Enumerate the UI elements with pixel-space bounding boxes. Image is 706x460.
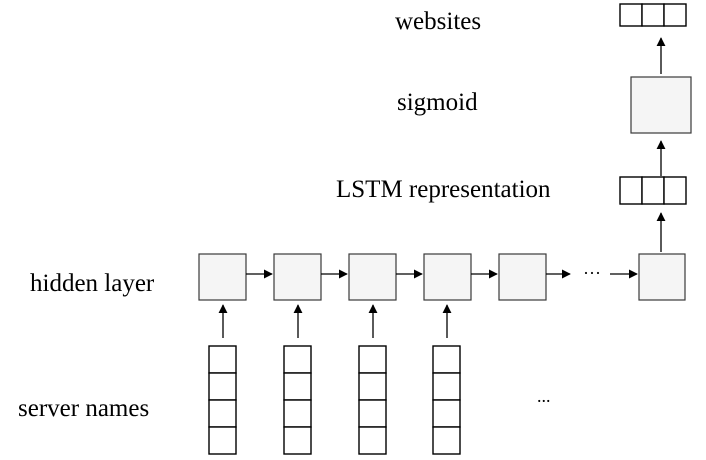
input-cell [208,345,237,374]
hidden-node [423,253,472,301]
label-hidden-layer: hidden layer [30,270,155,297]
sigmoid-node [630,76,692,134]
hidden-chain-ellipsis: ··· [583,263,601,283]
input-cell [283,399,312,428]
hidden-node [348,253,397,301]
input-cell [358,372,387,401]
label-server-names: server names [18,395,149,422]
input-cell [358,426,387,455]
input-cell [283,372,312,401]
label-sigmoid: sigmoid [397,89,478,116]
hidden-node [198,253,247,301]
input-cell [208,399,237,428]
input-cell [208,426,237,455]
server-name-input-vector [208,345,237,455]
input-cell [358,345,387,374]
hidden-node [498,253,547,301]
websites-cell [619,3,643,27]
input-cell [432,372,461,401]
input-cell [432,399,461,428]
label-websites: websites [395,8,481,35]
server-name-input-vector [283,345,312,455]
websites-cell [641,3,665,27]
server-name-input-vector [432,345,461,455]
input-cell [358,399,387,428]
label-lstm-representation: LSTM representation [336,176,551,203]
input-cell [208,372,237,401]
inputs-ellipsis: ... [537,386,551,406]
input-cell [432,345,461,374]
hidden-layer-chain: ··· [198,253,686,301]
server-name-input-vector [358,345,387,455]
lstm-representation-cell [663,176,687,205]
input-cell [283,426,312,455]
hidden-node [273,253,322,301]
lstm-representation-cell [619,176,643,205]
websites-cell [663,3,687,27]
input-cell [432,426,461,455]
input-cell [283,345,312,374]
hidden-node-last [638,253,686,301]
websites-output-vector [619,3,687,27]
lstm-representation-vector [619,176,687,205]
lstm-representation-cell [641,176,665,205]
